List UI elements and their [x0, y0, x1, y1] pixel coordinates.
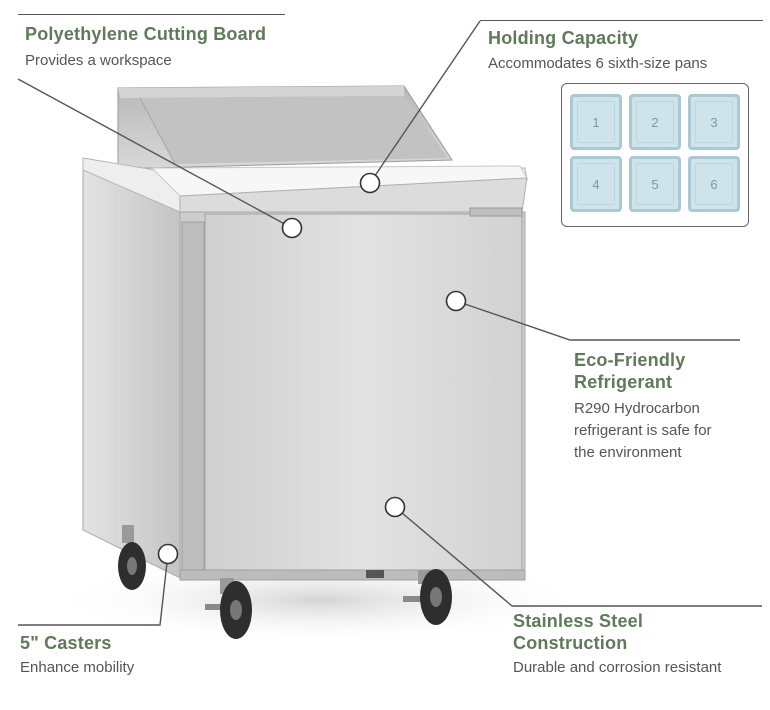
- callout-description-line-1: R290 Hydrocarbon: [574, 400, 700, 417]
- pan-slot: 5: [629, 156, 681, 212]
- pan-slot: 6: [688, 156, 740, 212]
- cabinet-door: [204, 213, 523, 575]
- callout-title: Polyethylene Cutting Board: [25, 24, 267, 44]
- pan-slot: 3: [688, 94, 740, 150]
- pan-slot: 2: [629, 94, 681, 150]
- callout-holding-capacity: Holding Capacity Accommodates 6 sixth-si…: [488, 27, 707, 75]
- leader-line-holding-capacity: [369, 20, 481, 184]
- callout-description: Enhance mobility: [20, 659, 135, 676]
- callout-refrigerant: Eco-Friendly Refrigerant R290 Hydrocarbo…: [574, 349, 712, 464]
- leader-line-refrigerant: [455, 300, 740, 341]
- door-handle: [469, 207, 523, 217]
- caster-front-left: [205, 578, 252, 639]
- pan-layout-diagram: 1 2 3 4 5 6: [561, 83, 749, 227]
- callout-description: Durable and corrosion resistant: [513, 659, 722, 676]
- callout-description-line-3: the environment: [574, 444, 682, 461]
- callout-title-line-1: Stainless Steel: [513, 611, 644, 631]
- marker-holding-capacity: [359, 172, 381, 194]
- rule-holding-capacity: [480, 20, 763, 21]
- pan-slot: 1: [570, 94, 622, 150]
- caster-front-right: [403, 569, 452, 625]
- marker-cutting-board: [281, 217, 303, 239]
- callout-title-line-1: Eco-Friendly: [574, 350, 686, 370]
- callout-title: 5" Casters: [20, 633, 112, 653]
- callout-description: Accommodates 6 sixth-size pans: [488, 55, 708, 72]
- caster-back-right: [366, 570, 384, 578]
- callout-title-line-2: Construction: [513, 633, 628, 653]
- marker-casters: [157, 543, 179, 565]
- caster-back-left: [118, 525, 146, 590]
- marker-construction: [384, 496, 406, 518]
- pan-slot: 4: [570, 156, 622, 212]
- rule-cutting-board: [18, 14, 285, 15]
- callout-title: Holding Capacity: [488, 28, 639, 48]
- callout-description-line-2: refrigerant is safe for: [574, 422, 712, 439]
- marker-refrigerant: [445, 290, 467, 312]
- leader-line-casters: [18, 553, 169, 626]
- callout-casters: 5" Casters Enhance mobility: [20, 632, 134, 679]
- callout-cutting-board: Polyethylene Cutting Board Provides a wo…: [25, 23, 266, 72]
- callout-title-line-2: Refrigerant: [574, 372, 673, 392]
- callout-construction: Stainless Steel Construction Durable and…: [513, 610, 721, 679]
- cabinet-side: [82, 157, 181, 579]
- leader-line-cutting-board: [17, 78, 293, 229]
- leader-line-construction: [394, 506, 762, 607]
- callout-description: Provides a workspace: [25, 52, 172, 69]
